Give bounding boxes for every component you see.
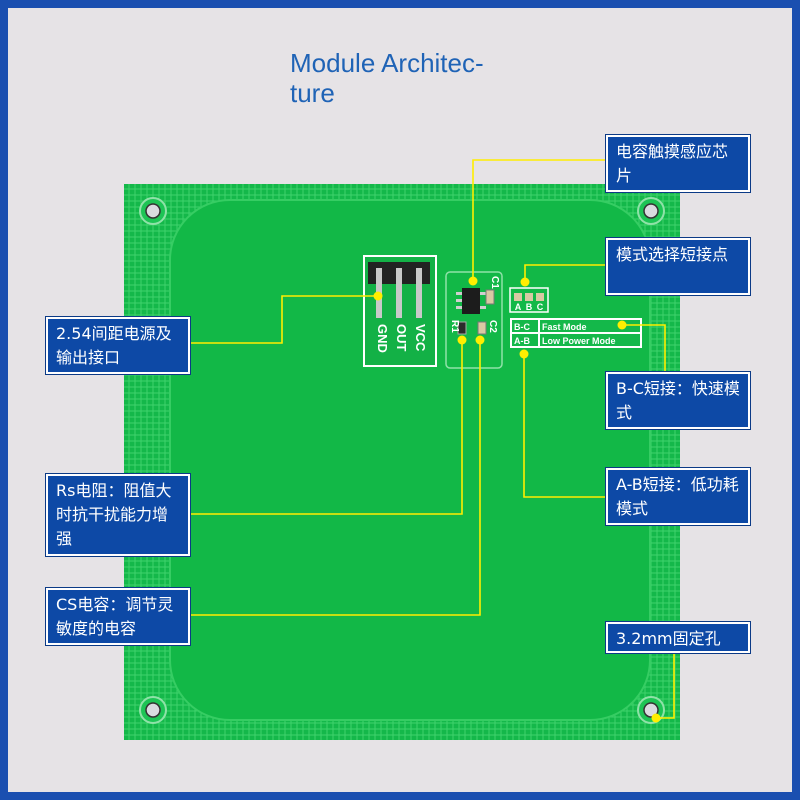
marker-hole bbox=[651, 713, 661, 723]
callout-rs: Rs电阻：阻值大时抗干扰能力增强 bbox=[46, 474, 190, 556]
label-c2: C2 bbox=[487, 320, 498, 333]
mounting-hole-bottom-left bbox=[139, 696, 167, 724]
diagram-title: Module Architec- ture bbox=[290, 48, 484, 108]
leader-lowpower bbox=[523, 354, 606, 498]
pin-label-vcc: VCC bbox=[413, 324, 428, 352]
leader-header bbox=[190, 295, 378, 344]
jumper-pad-a bbox=[514, 293, 522, 301]
leader-mode-select bbox=[524, 264, 606, 282]
mounting-hole-bottom-right bbox=[637, 696, 665, 724]
component-outline bbox=[445, 271, 503, 369]
touch-ic-chip bbox=[456, 288, 486, 314]
callout-cs: CS电容：调节灵敏度的电容 bbox=[46, 588, 190, 645]
jumper-letter-b: B bbox=[526, 302, 533, 312]
label-r1: R1 bbox=[449, 320, 460, 333]
callout-hole: 3.2mm固定孔 bbox=[606, 622, 750, 653]
mode-row-ab-label: Low Power Mode bbox=[542, 336, 616, 346]
capacitor-c2 bbox=[477, 321, 487, 335]
mode-row-bc-label: Fast Mode bbox=[542, 322, 587, 332]
marker-chip bbox=[468, 276, 478, 286]
jumper-pad-b bbox=[525, 293, 533, 301]
label-c1: C1 bbox=[489, 276, 500, 289]
pin-label-gnd: GND bbox=[375, 324, 390, 353]
mode-row-bc-pins: B-C bbox=[514, 322, 530, 332]
marker-rs bbox=[457, 335, 467, 345]
callout-header: 2.54间距电源及输出接口 bbox=[46, 317, 190, 374]
marker-header bbox=[373, 291, 383, 301]
callout-fast: B-C短接：快速模式 bbox=[606, 372, 750, 429]
pin-header bbox=[363, 255, 437, 367]
marker-mode-select bbox=[520, 277, 530, 287]
callout-mode-select: 模式选择短接点 bbox=[606, 238, 750, 295]
callout-lowpower: A-B短接：低功耗模式 bbox=[606, 468, 750, 525]
mounting-hole-top-right bbox=[637, 197, 665, 225]
mode-jumper-box bbox=[509, 287, 549, 313]
capacitor-c1 bbox=[485, 289, 495, 305]
leader-chip bbox=[472, 159, 606, 280]
leader-rs bbox=[190, 340, 463, 515]
resistor-r1 bbox=[457, 321, 467, 335]
callout-chip: 电容触摸感应芯片 bbox=[606, 135, 750, 192]
jumper-pad-c bbox=[536, 293, 544, 301]
jumper-letter-c: C bbox=[537, 302, 544, 312]
marker-fast bbox=[617, 320, 627, 330]
marker-lowpower bbox=[519, 349, 529, 359]
leader-cs bbox=[190, 340, 481, 616]
mounting-hole-top-left bbox=[139, 197, 167, 225]
mode-row-ab-pins: A-B bbox=[514, 336, 530, 346]
pin-label-out: OUT bbox=[394, 324, 409, 352]
marker-cs bbox=[475, 335, 485, 345]
jumper-letter-a: A bbox=[515, 302, 522, 312]
